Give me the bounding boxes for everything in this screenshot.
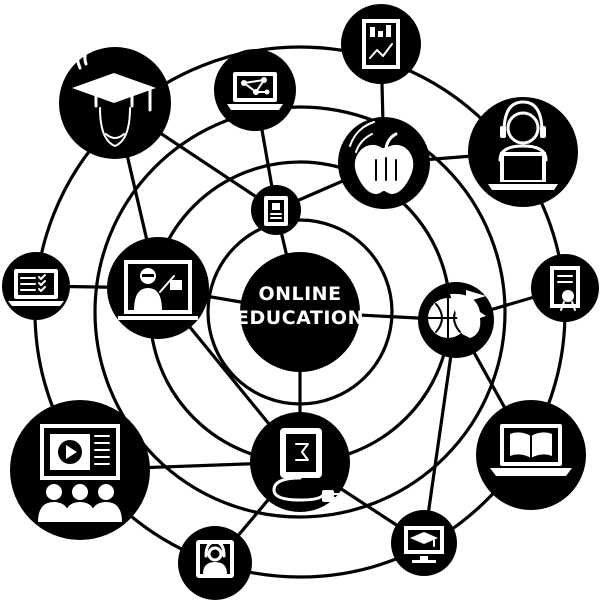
checklist-icon [2,252,70,320]
center-node: ONLINE EDUCATION [236,252,364,372]
center-title-line1: ONLINE [258,283,341,305]
certificate-icon [531,254,599,322]
laptop-network-icon [214,49,296,131]
monitor-cap-icon [391,510,457,576]
ebook-plug-icon [250,412,350,512]
video-audience-icon [10,400,150,540]
ring-3 [93,105,507,519]
globe-head-icon [418,282,494,358]
center-title-line2: EDUCATION [236,307,364,329]
headset-user-icon [178,526,252,600]
chart-report-icon [341,4,421,84]
graduate-cap-icon [59,34,171,159]
laptop-book-icon [476,400,586,510]
headset-laptop-icon [468,97,578,207]
book-icon [251,185,301,235]
teacher-board-icon [107,237,209,339]
nodes: ONLINE EDUCATION [2,4,599,600]
apple-wifi-icon [338,117,430,209]
